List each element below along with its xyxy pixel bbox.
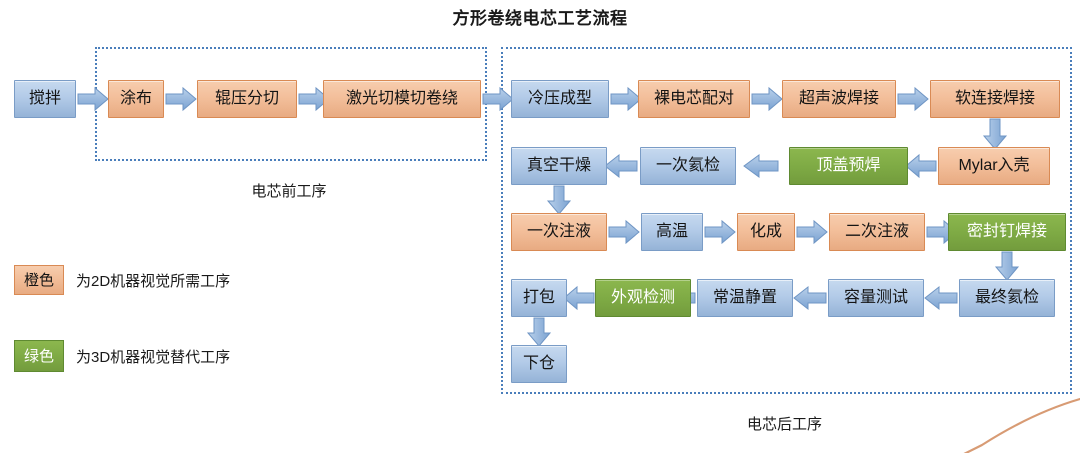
process-node-yicihaijian[interactable]: 一次氦检 (640, 147, 736, 185)
process-node-rongliangceshi[interactable]: 容量测试 (828, 279, 924, 317)
arrow-down-3 (994, 251, 1020, 281)
process-node-lengyachengxing[interactable]: 冷压成型 (511, 80, 609, 118)
arrow-right-10 (796, 219, 828, 245)
arrow-left-2 (743, 154, 779, 178)
process-node-tubu[interactable]: 涂布 (108, 80, 164, 118)
process-node-jiguangqiemoqiejuanrao[interactable]: 激光切模切卷绕 (323, 80, 481, 118)
page-title: 方形卷绕电芯工艺流程 (452, 9, 628, 28)
process-node-ruanlianjiehanjie[interactable]: 软连接焊接 (930, 80, 1060, 118)
arrow-left-4 (924, 285, 958, 311)
legend-row-green: 绿色 为3D机器视觉替代工序 (14, 340, 230, 372)
process-node-zhenkongganzao[interactable]: 真空干燥 (511, 147, 607, 185)
process-node-huacheng[interactable]: 化成 (737, 213, 795, 251)
arrow-right-7 (897, 86, 929, 112)
legend-row-orange: 橙色 为2D机器视觉所需工序 (14, 265, 230, 295)
process-node-jiaoban[interactable]: 搅拌 (14, 80, 76, 118)
legend-text-green: 为3D机器视觉替代工序 (76, 348, 231, 366)
arrow-down-2 (546, 185, 572, 215)
arrow-right-3 (298, 86, 330, 112)
arrow-right-9 (704, 219, 736, 245)
process-node-changwenjingzhi[interactable]: 常温静置 (697, 279, 793, 317)
arrow-left-7 (563, 285, 595, 311)
arrow-right-5 (610, 86, 642, 112)
process-node-yicizhuye[interactable]: 一次注液 (511, 213, 607, 251)
arrow-down-4 (526, 317, 552, 347)
arrow-right-1 (77, 86, 109, 112)
group-caption-pre: 电芯前工序 (251, 183, 327, 200)
process-node-gunyafenqie[interactable]: 辊压分切 (197, 80, 297, 118)
process-node-erzihuye[interactable]: 二次注液 (829, 213, 925, 251)
arrow-right-4 (482, 86, 514, 112)
arrow-right-8 (608, 219, 640, 245)
arrow-left-1 (905, 153, 937, 179)
process-node-gaowen[interactable]: 高温 (641, 213, 703, 251)
arrow-right-6 (751, 86, 783, 112)
arrow-down-1 (982, 118, 1008, 150)
process-node-dabao[interactable]: 打包 (511, 279, 567, 317)
process-node-mylar-rukeo[interactable]: Mylar入壳 (938, 147, 1050, 185)
process-node-dinggaiyuhan[interactable]: 顶盖预焊 (789, 147, 908, 185)
arrow-left-3 (604, 153, 638, 179)
process-node-chaoshengbohanjie[interactable]: 超声波焊接 (782, 80, 896, 118)
group-caption-post: 电芯后工序 (746, 416, 822, 433)
group-frame-post (501, 47, 1072, 394)
decorative-corner-stroke (942, 393, 1080, 457)
arrow-left-5 (793, 285, 827, 311)
process-node-luodianxinpeidui[interactable]: 裸电芯配对 (638, 80, 750, 118)
process-node-mifengdinghanjie[interactable]: 密封钉焊接 (948, 213, 1066, 251)
legend-text-orange: 为2D机器视觉所需工序 (76, 272, 231, 290)
process-node-zuizhonghaijian[interactable]: 最终氦检 (959, 279, 1055, 317)
process-node-waiguanjiance[interactable]: 外观检测 (595, 279, 691, 317)
legend-swatch-orange: 橙色 (14, 265, 64, 295)
arrow-right-2 (165, 86, 197, 112)
process-node-xiacang[interactable]: 下仓 (511, 345, 567, 383)
legend-swatch-green: 绿色 (14, 340, 64, 372)
